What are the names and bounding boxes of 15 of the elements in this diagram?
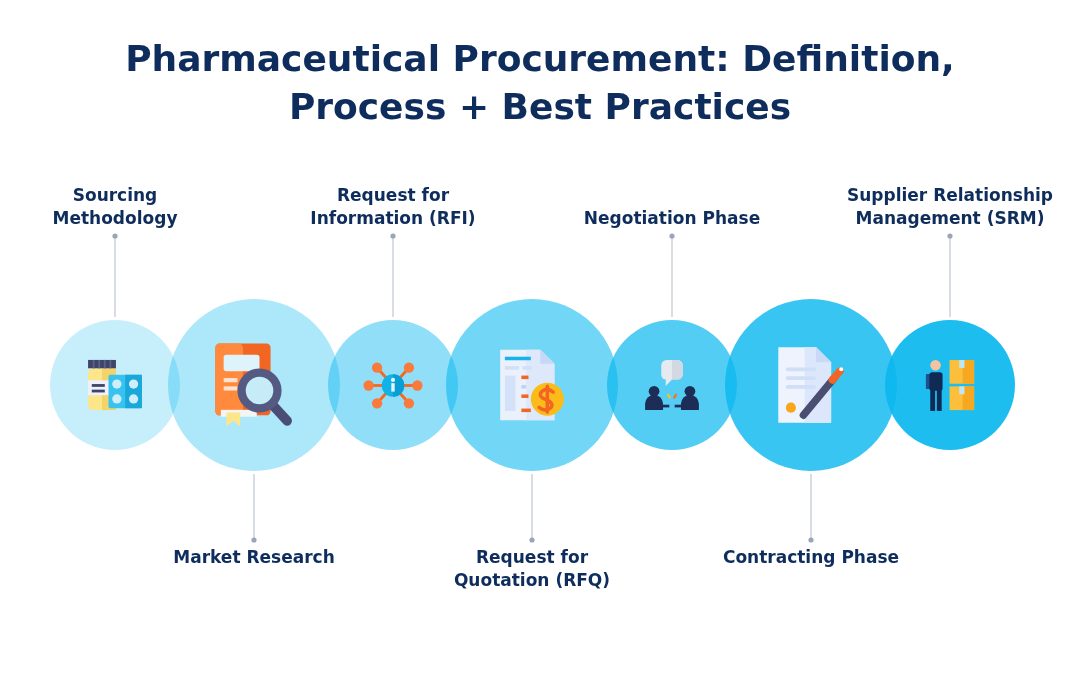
step-label: Sourcing Methodology <box>50 184 180 230</box>
leader-line <box>251 473 257 543</box>
step-label: Negotiation Phase <box>583 207 761 230</box>
leader-line <box>390 233 396 318</box>
step-label: Market Research <box>173 546 335 569</box>
step-label: Supplier Relationship Management (SRM) <box>842 184 1058 230</box>
leader-line <box>947 233 953 318</box>
leader-line <box>112 233 118 318</box>
leader-line <box>808 473 814 543</box>
step-label: Request for Information (RFI) <box>305 184 481 230</box>
title: Pharmaceutical Procurement: Definition, Process + Best Practices <box>124 37 956 129</box>
step-label: Request for Quotation (RFQ) <box>449 546 615 592</box>
leader-line <box>529 473 535 543</box>
leader-line <box>669 233 675 318</box>
step-label: Contracting Phase <box>722 546 900 569</box>
